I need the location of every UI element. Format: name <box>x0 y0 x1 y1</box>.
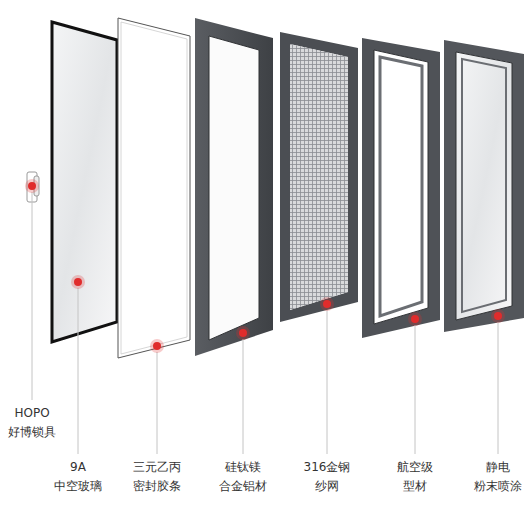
part-label: 9A 中空玻璃 <box>52 458 104 496</box>
gasket-inner-line <box>121 22 187 354</box>
part-label: 316金钢 纱网 <box>301 458 353 496</box>
profile-opening <box>374 50 428 324</box>
part-label: 三元乙丙 密封胶条 <box>131 458 183 496</box>
callout-dots <box>25 179 505 353</box>
part-label: 硅钛镁 合金铝材 <box>217 458 269 496</box>
frame-opening <box>209 36 259 340</box>
hollow-glass <box>52 22 117 342</box>
screen-frame <box>280 32 358 322</box>
coated-glass <box>456 52 512 320</box>
screen-mesh <box>290 44 348 310</box>
sealing-gasket <box>118 18 190 358</box>
profile-frame <box>362 38 440 338</box>
part-label: 静电 粉末喷涂 <box>472 458 524 496</box>
part-label: 航空级 型材 <box>389 458 441 496</box>
coated-sash <box>462 59 506 312</box>
leader-lines <box>32 192 498 454</box>
part-label: HOPO 好博锁具 <box>6 404 58 442</box>
profile-inner <box>380 57 422 316</box>
aluminium-frame <box>195 18 273 356</box>
coated-frame <box>444 40 524 332</box>
